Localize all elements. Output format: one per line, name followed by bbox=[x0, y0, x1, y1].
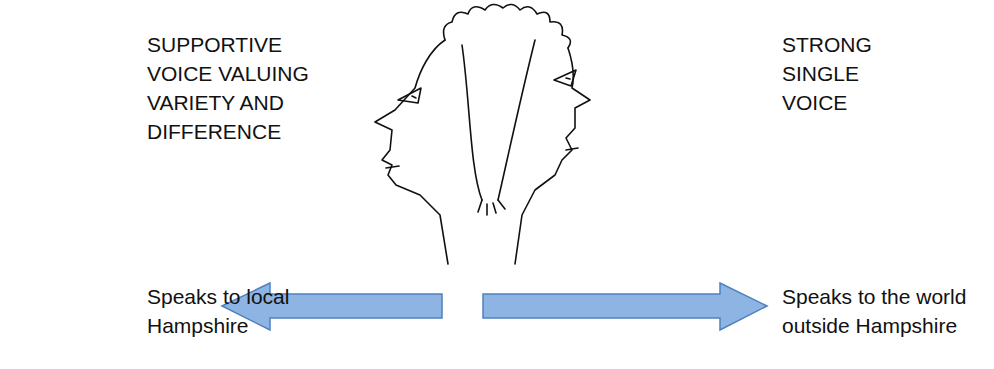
left-eye bbox=[398, 88, 421, 103]
right-eye bbox=[554, 70, 576, 86]
block-arrow-right bbox=[483, 283, 767, 330]
right-mouth bbox=[566, 148, 578, 150]
voice-description: SUPPORTIVE VOICE VALUING VARIETY AND DIF… bbox=[147, 30, 327, 146]
hair-strands bbox=[478, 200, 505, 215]
janus-head bbox=[375, 4, 590, 264]
right-face-profile bbox=[515, 48, 590, 264]
audience-note: Speaks to the world outside Hampshire bbox=[782, 282, 987, 340]
hair bbox=[444, 4, 571, 48]
inner-head-outline bbox=[462, 40, 535, 200]
voice-description: STRONG SINGLE VOICE bbox=[782, 30, 882, 117]
left-face-profile bbox=[375, 40, 448, 264]
left-mouth bbox=[386, 166, 399, 168]
arrows bbox=[222, 283, 767, 330]
audience-note: Speaks to local Hampshire bbox=[147, 282, 307, 340]
